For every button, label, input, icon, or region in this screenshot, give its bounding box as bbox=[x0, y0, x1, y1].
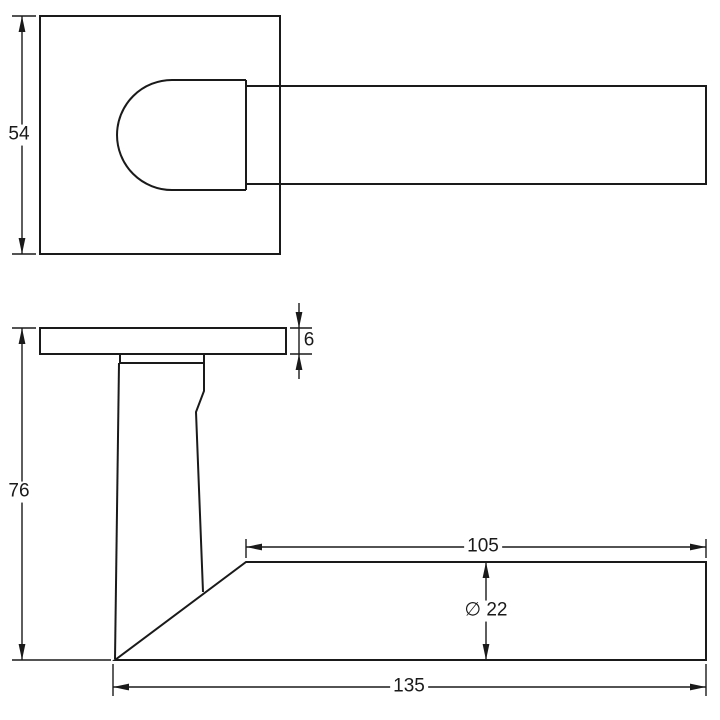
neck-side-right-edge bbox=[194, 363, 205, 593]
dim-label-rose-thickness: 6 bbox=[300, 330, 318, 352]
neck-side-left-edge bbox=[114, 362, 120, 660]
dim-label-lever-diameter: ∅ 22 bbox=[461, 600, 511, 622]
dim-label-rose-height: 54 bbox=[5, 124, 33, 146]
dim-label-grip-length: 105 bbox=[464, 536, 502, 558]
lever-grip-front-outline bbox=[245, 85, 707, 185]
rose-front-outline bbox=[39, 15, 281, 255]
rose-side-outline bbox=[39, 327, 287, 355]
dim-label-projection: 76 bbox=[5, 481, 33, 503]
handle-neck-front-outline bbox=[116, 79, 246, 191]
neck-collar-side-outline bbox=[119, 353, 205, 364]
dim-label-total-length: 135 bbox=[390, 676, 428, 698]
side-view-dimensions bbox=[12, 303, 707, 696]
lever-grip-side-outline bbox=[111, 561, 707, 661]
side-view bbox=[39, 327, 707, 661]
front-view bbox=[39, 15, 707, 255]
